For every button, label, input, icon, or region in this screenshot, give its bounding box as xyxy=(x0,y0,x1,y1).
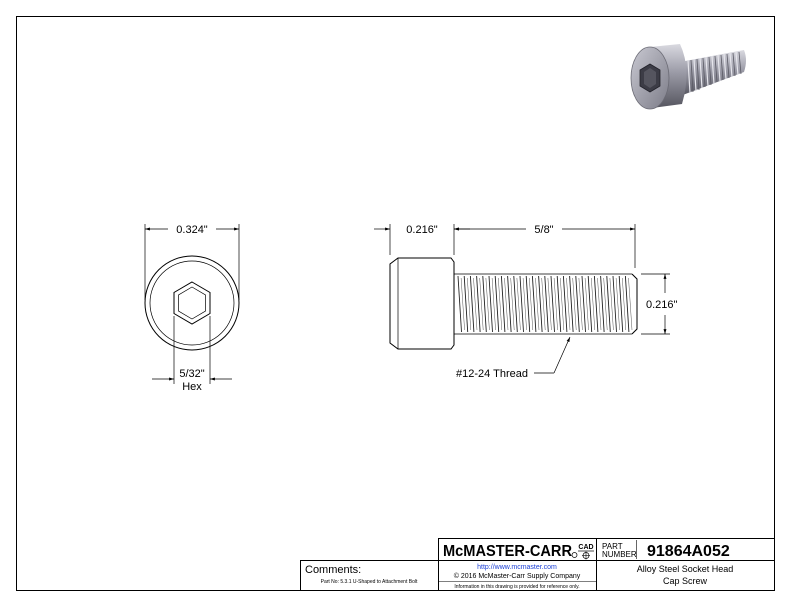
thread-root xyxy=(553,277,558,331)
thread-crest xyxy=(463,275,469,333)
dim-length: 5/8" xyxy=(534,224,553,236)
title-block: McMASTER-CARR CAD PART NUMBER 91864A052 … xyxy=(438,538,775,591)
thread-root xyxy=(491,277,496,331)
thread-crest xyxy=(525,275,531,333)
thread-crest xyxy=(488,275,493,333)
thread-crest xyxy=(507,275,512,333)
thread-root xyxy=(628,277,633,331)
screw-head xyxy=(389,257,455,350)
thread-root xyxy=(473,277,478,331)
thread-root xyxy=(560,277,565,331)
thread-crest xyxy=(587,275,593,333)
comments-label: Comments: xyxy=(305,564,361,576)
website-link[interactable]: http://www.mcmaster.com xyxy=(477,564,557,571)
thread-root xyxy=(535,277,540,331)
part-description-line2: Cap Screw xyxy=(663,576,708,586)
part-description-line1: Alloy Steel Socket Head xyxy=(637,564,734,574)
thread-crest xyxy=(500,275,506,333)
thread-root xyxy=(510,277,515,331)
thread-root xyxy=(572,277,577,331)
dim-thread-diameter: 0.216" xyxy=(646,299,678,311)
head-outer-circle xyxy=(144,255,240,351)
end-view: 0.324" 5/32" Hex xyxy=(144,224,240,393)
leader-arrow xyxy=(553,336,571,374)
thread-root xyxy=(516,277,521,331)
thread-root xyxy=(615,277,620,331)
part-label-1: PART xyxy=(602,542,623,551)
dim-head-diameter: 0.324" xyxy=(176,224,208,236)
dim-head-height: 0.216" xyxy=(406,224,438,236)
thread-crest xyxy=(593,275,599,333)
thread-crest xyxy=(531,275,537,333)
comments-box: Comments: Part No: 5.3.1 U-Shaped to Att… xyxy=(300,560,439,591)
thread-lines xyxy=(457,275,633,333)
thread-root xyxy=(498,277,503,331)
thread-root xyxy=(547,277,552,331)
thread-root xyxy=(504,277,509,331)
part-label-2: NUMBER xyxy=(602,550,637,559)
thread-root xyxy=(622,277,627,331)
hex-socket xyxy=(173,281,211,325)
thread-crest xyxy=(550,275,555,333)
thread-crest xyxy=(513,275,518,333)
thread-root xyxy=(584,277,589,331)
thread-root xyxy=(529,277,534,331)
thread-crest xyxy=(544,275,549,333)
thread-crest xyxy=(562,275,568,333)
thread-crest xyxy=(476,275,481,333)
thread-root xyxy=(541,277,546,331)
thread-crest xyxy=(482,275,487,333)
thread-root xyxy=(591,277,596,331)
disclaimer-text: Information in this drawing is provided … xyxy=(454,584,579,590)
thread-crest xyxy=(600,275,605,333)
screw-render-icon xyxy=(630,44,746,110)
thread-root xyxy=(609,277,614,331)
registered-mark xyxy=(571,552,578,558)
brand-badge: CAD xyxy=(578,544,593,551)
head-chamfer-circle xyxy=(149,260,235,346)
hex-socket-inner xyxy=(178,286,206,320)
thread-crest xyxy=(606,275,611,333)
thread-root xyxy=(603,277,608,331)
thread-crest xyxy=(469,275,475,333)
brand-logo: McMASTER-CARR xyxy=(443,543,572,560)
thread-root xyxy=(566,277,571,331)
thread-crest xyxy=(581,275,586,333)
side-view: 0.216" 5/8" 0.216" #12-24 Thread xyxy=(374,224,678,380)
thread-crest xyxy=(624,275,630,333)
thread-crest xyxy=(538,275,543,333)
thread-crest xyxy=(556,275,562,333)
thread-crest xyxy=(519,275,524,333)
thread-root xyxy=(522,277,527,331)
shank-end xyxy=(631,273,638,335)
thread-callout: #12-24 Thread xyxy=(456,368,528,380)
part-number: 91864A052 xyxy=(647,543,730,560)
thread-crest xyxy=(575,275,580,333)
thread-crest xyxy=(612,275,617,333)
thread-crest xyxy=(457,275,462,333)
thread-crest xyxy=(618,275,624,333)
copyright-text: © 2016 McMaster-Carr Supply Company xyxy=(454,572,581,580)
thread-crest xyxy=(494,275,500,333)
thread-root xyxy=(460,277,465,331)
thread-root xyxy=(485,277,490,331)
thread-root xyxy=(597,277,602,331)
dim-hex-size: 5/32" xyxy=(179,368,204,380)
comments-text: Part No: 5.3.1 U-Shaped to Attachment Bo… xyxy=(321,579,418,585)
thread-root xyxy=(479,277,484,331)
thread-root xyxy=(578,277,583,331)
thread-crest xyxy=(569,275,574,333)
dim-hex-label: Hex xyxy=(182,381,202,393)
thread-root xyxy=(467,277,472,331)
